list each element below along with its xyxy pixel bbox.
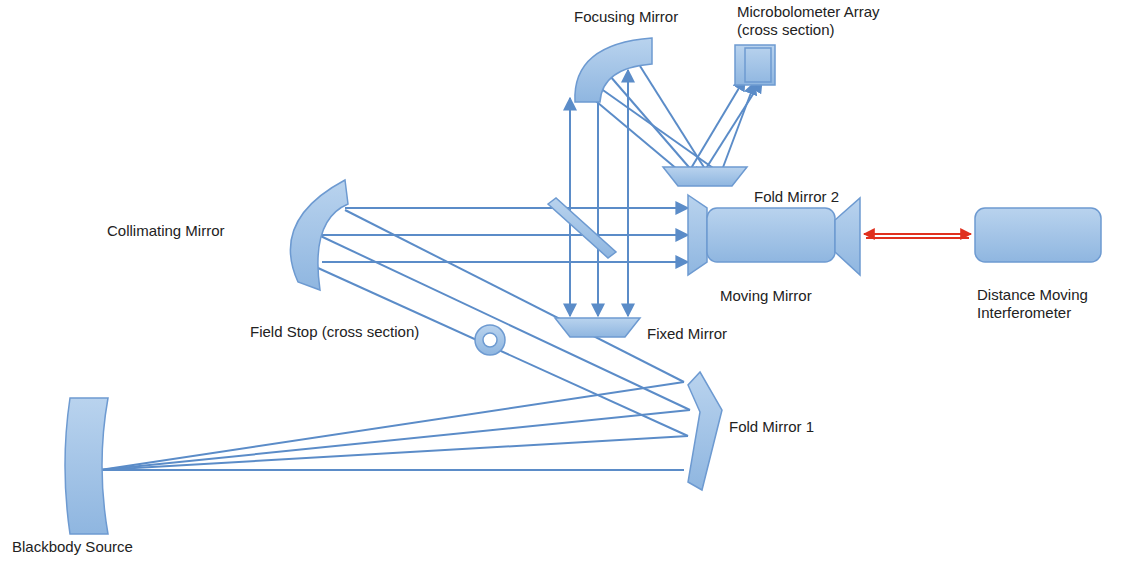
collimating-mirror <box>290 180 348 290</box>
ray <box>318 268 688 436</box>
field-stop-aperture <box>483 333 497 347</box>
fixed-mirror <box>555 318 640 337</box>
part-label: Collimating Mirror <box>105 222 227 240</box>
laser-line <box>866 237 969 239</box>
field-stop <box>475 325 505 355</box>
retroreflector <box>835 198 860 275</box>
part-label: Focusing Mirror <box>572 8 680 26</box>
part-label: Distance Moving Interferometer <box>975 286 1114 322</box>
ray <box>322 261 688 263</box>
ray <box>690 78 745 170</box>
blackbody-source <box>65 398 108 534</box>
fold-mirror <box>663 167 747 186</box>
laser-beam <box>864 234 971 238</box>
interferometer-box <box>975 208 1101 262</box>
light-rays <box>100 66 762 470</box>
moving-mirror <box>688 195 707 275</box>
part-label: Fixed Mirror <box>645 325 729 343</box>
fold-mirror <box>688 372 722 490</box>
ray <box>569 98 571 316</box>
optical-parts <box>65 38 1101 534</box>
ray <box>312 232 690 410</box>
beamsplitter <box>548 198 616 258</box>
part-label: Field Stop (cross section) <box>248 323 421 341</box>
laser-line <box>864 233 971 235</box>
microbolometer-array <box>735 45 775 85</box>
ray <box>100 469 684 471</box>
part-label: Microbolometer Array (cross section) <box>735 3 899 39</box>
part-label: Blackbody Source <box>10 538 135 556</box>
ray <box>705 80 762 170</box>
focusing-mirror <box>575 38 652 102</box>
part-label: Moving Mirror <box>718 287 814 305</box>
ray <box>597 82 599 316</box>
ray <box>318 234 688 236</box>
ray <box>722 82 755 170</box>
part-label: Fold Mirror 2 <box>752 188 841 206</box>
ray <box>345 207 688 209</box>
mirror-carriage <box>707 208 835 262</box>
ray <box>100 410 690 470</box>
ray <box>100 436 688 470</box>
part-label: Fold Mirror 1 <box>727 418 816 436</box>
detector-pixels <box>745 48 771 82</box>
